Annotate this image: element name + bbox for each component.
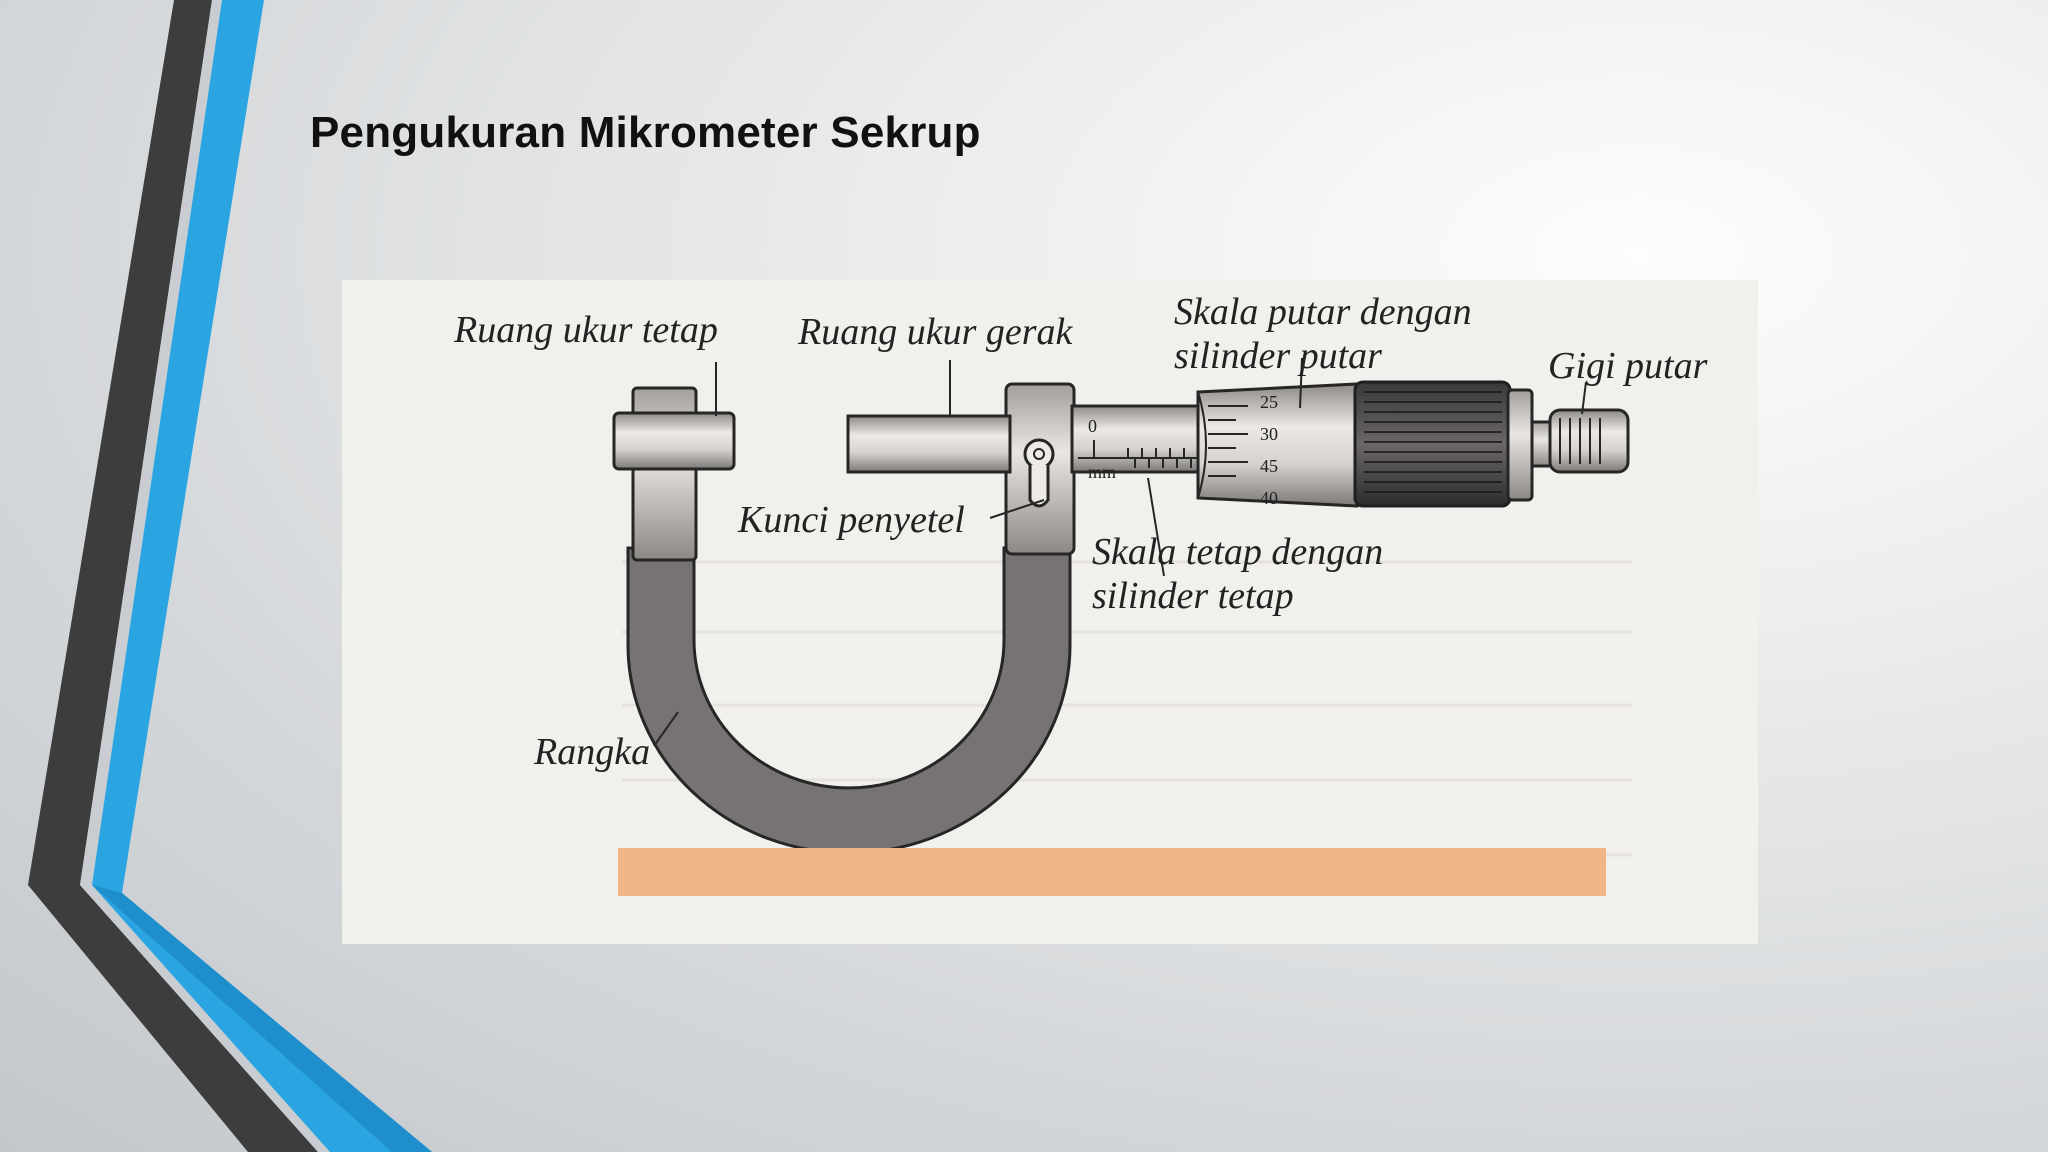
spindle [846, 414, 1012, 474]
label-thimble-scale-line2: silinder putar [1174, 335, 1382, 377]
knurled-barrel [1353, 380, 1512, 508]
label-lock: Kunci penyetel [737, 499, 965, 541]
thimble-tick-2: 45 [1260, 456, 1278, 476]
label-sleeve-scale-line2: silinder tetap [1092, 575, 1294, 617]
micrometer-diagram: 0 mm 25 30 45 40 [453, 291, 1708, 896]
ribbon-dark-band [28, 0, 318, 1152]
sleeve-fixed-scale [1070, 404, 1200, 474]
slide-ribbon-decoration [28, 0, 432, 1152]
thimble-tick-1: 30 [1260, 424, 1278, 444]
sleeve-unit-mark: mm [1088, 462, 1116, 482]
label-sleeve-scale-line1: Skala tetap dengan [1092, 531, 1383, 573]
lock-screw [1023, 438, 1055, 508]
thimble-tick-0: 25 [1260, 392, 1278, 412]
ribbon-blue-shade [92, 885, 432, 1152]
micrometer-diagram-panel: 0 mm 25 30 45 40 [342, 280, 1758, 944]
sleeve-zero-mark: 0 [1088, 416, 1097, 436]
ribbon-blue-band [92, 0, 432, 1152]
thimble-tick-3: 40 [1260, 488, 1278, 508]
thimble-rotating-scale [1196, 382, 1359, 508]
ratchet-knob [1506, 388, 1630, 502]
ribbon-light-edge [80, 0, 330, 1152]
label-spindle: Ruang ukur gerak [797, 311, 1074, 353]
label-frame: Rangka [533, 731, 650, 773]
leader-lines [653, 357, 1587, 747]
caption-bar [618, 848, 1606, 896]
label-fixed-anvil: Ruang ukur tetap [453, 309, 718, 351]
label-thimble-scale-line1: Skala putar dengan [1174, 291, 1472, 333]
label-ratchet: Gigi putar [1548, 345, 1708, 387]
slide-title: Pengukuran Mikrometer Sekrup [310, 108, 981, 157]
fixed-anvil [612, 411, 736, 471]
